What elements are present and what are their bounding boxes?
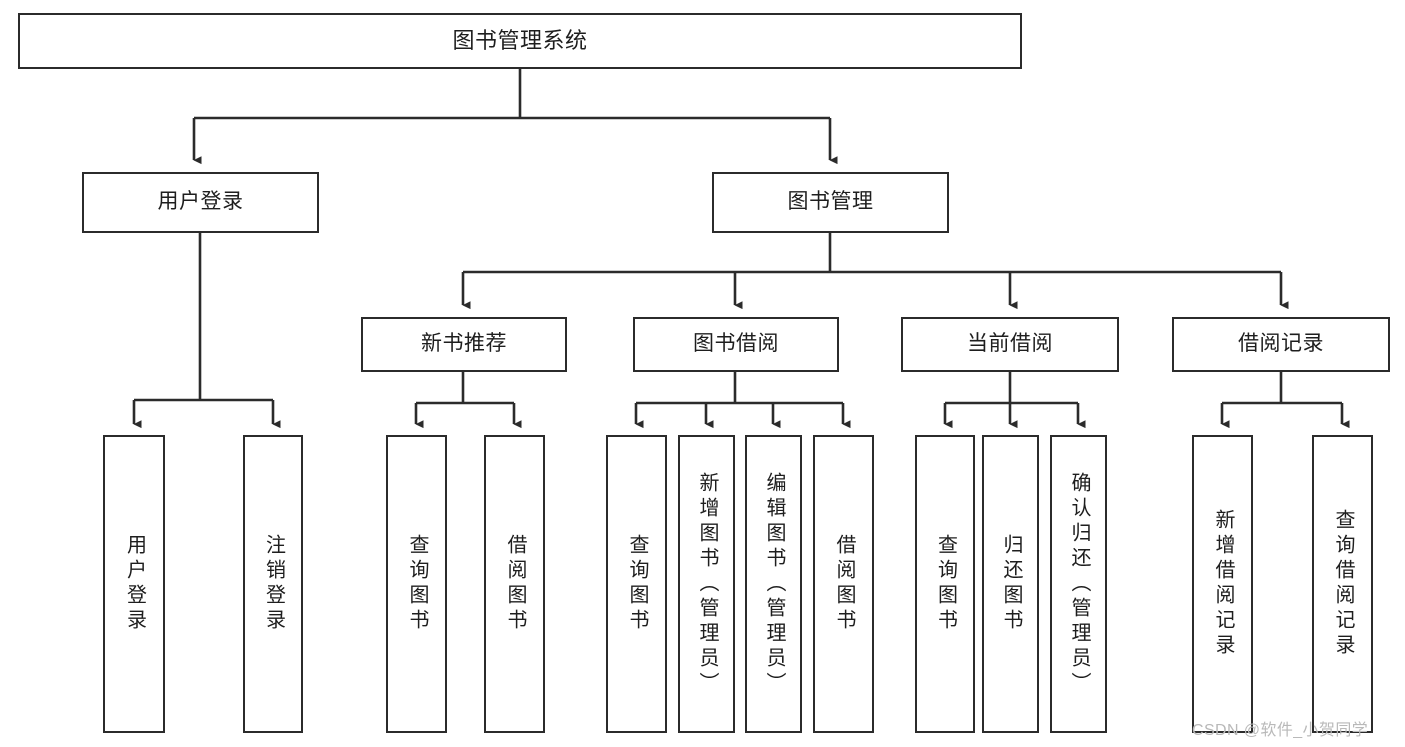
node-leaf-user-login-label: 用户登录 [123, 534, 146, 634]
node-leaf-logout-label: 注销登录 [262, 534, 285, 634]
node-leaf-add-record-label: 新增借阅记录 [1212, 509, 1234, 659]
node-leaf-query-book-2[interactable]: 查询图书 [606, 435, 667, 733]
node-leaf-query-book-3[interactable]: 查询图书 [915, 435, 975, 733]
node-user-login[interactable]: 用户登录 [82, 172, 319, 233]
node-leaf-confirm-return-label: 确认归还（管理员） [1068, 471, 1090, 697]
node-leaf-add-record[interactable]: 新增借阅记录 [1192, 435, 1253, 733]
node-leaf-query-book-1[interactable]: 查询图书 [386, 435, 447, 733]
node-leaf-query-record-label: 查询借阅记录 [1332, 509, 1354, 659]
node-leaf-edit-book[interactable]: 编辑图书（管理员） [745, 435, 802, 733]
node-leaf-borrow-book-1-label: 借阅图书 [504, 534, 526, 634]
node-new-book-recommend-label: 新书推荐 [421, 332, 507, 356]
node-borrow-record-label: 借阅记录 [1238, 332, 1324, 356]
node-borrow-record[interactable]: 借阅记录 [1172, 317, 1390, 372]
node-leaf-query-book-2-label: 查询图书 [626, 534, 648, 634]
node-leaf-confirm-return[interactable]: 确认归还（管理员） [1050, 435, 1107, 733]
node-current-borrow-label: 当前借阅 [967, 332, 1053, 356]
node-book-manage[interactable]: 图书管理 [712, 172, 949, 233]
node-root[interactable]: 图书管理系统 [18, 13, 1022, 69]
node-leaf-add-book-label: 新增图书（管理员） [696, 471, 718, 697]
node-user-login-label: 用户登录 [157, 190, 244, 214]
node-book-borrow[interactable]: 图书借阅 [633, 317, 839, 372]
node-leaf-add-book[interactable]: 新增图书（管理员） [678, 435, 735, 733]
node-leaf-user-login[interactable]: 用户登录 [103, 435, 165, 733]
node-leaf-borrow-book-2-label: 借阅图书 [833, 534, 855, 634]
node-current-borrow[interactable]: 当前借阅 [901, 317, 1119, 372]
node-book-borrow-label: 图书借阅 [693, 332, 779, 356]
node-leaf-query-book-1-label: 查询图书 [406, 534, 428, 634]
csdn-watermark: CSDN @软件_小贺同学 [1192, 722, 1369, 739]
node-leaf-edit-book-label: 编辑图书（管理员） [763, 471, 785, 697]
node-root-label: 图书管理系统 [452, 28, 588, 54]
node-leaf-query-book-3-label: 查询图书 [934, 534, 957, 634]
node-leaf-return-book[interactable]: 归还图书 [982, 435, 1039, 733]
node-leaf-return-book-label: 归还图书 [1000, 534, 1022, 634]
node-leaf-logout[interactable]: 注销登录 [243, 435, 303, 733]
node-leaf-borrow-book-1[interactable]: 借阅图书 [484, 435, 545, 733]
node-new-book-recommend[interactable]: 新书推荐 [361, 317, 567, 372]
node-book-manage-label: 图书管理 [787, 190, 874, 214]
node-leaf-query-record[interactable]: 查询借阅记录 [1312, 435, 1373, 733]
node-leaf-borrow-book-2[interactable]: 借阅图书 [813, 435, 874, 733]
